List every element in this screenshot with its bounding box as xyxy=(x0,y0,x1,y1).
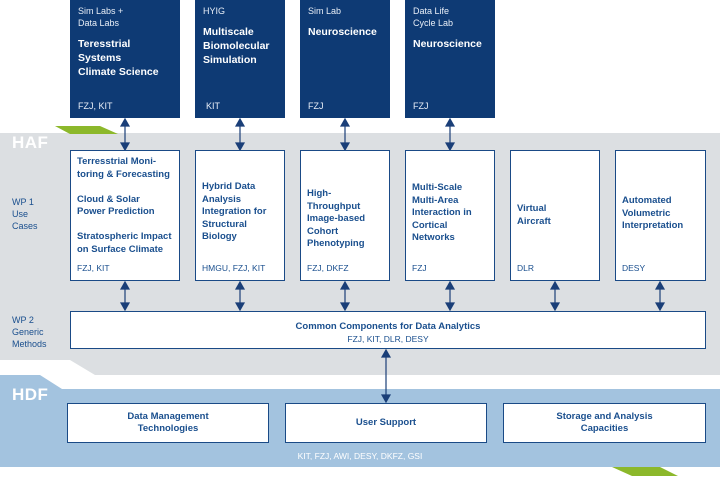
haf-label: HAF xyxy=(12,133,49,152)
hdf-box-user-support: User Support xyxy=(285,403,487,443)
wp1-label: WP 1 Use Cases xyxy=(12,197,38,231)
lab-kind: HYIG xyxy=(203,6,226,16)
hdf-box-storage: Storage and Analysis Capacities xyxy=(503,403,706,443)
use-case-title: Multi-Scale Multi-Area Interaction in Co… xyxy=(412,182,472,243)
use-case-title: Hybrid Data Analysis Integration for Str… xyxy=(202,181,267,242)
lab-title: Neuroscience xyxy=(413,38,482,50)
arrow-top-1 xyxy=(119,117,131,152)
lab-institutions: FZJ xyxy=(413,101,429,111)
wp2-label: WP 2 Generic Methods xyxy=(12,315,47,349)
lab-kind: Sim Lab xyxy=(308,6,342,16)
use-case-title: Automated Volumetric Interpretation xyxy=(622,195,684,231)
arrow-mid-1 xyxy=(119,280,131,312)
lab-institutions: FZJ xyxy=(308,101,324,111)
common-institutions: FZJ, KIT, DLR, DESY xyxy=(347,334,429,344)
arrow-mid-6 xyxy=(654,280,666,312)
lab-title: Neuroscience xyxy=(308,26,377,38)
use-case-structural-biology: Hybrid Data Analysis Integration for Str… xyxy=(195,150,285,281)
lab-box-biomolecular: HYIG Multiscale Biomolecular Simulation … xyxy=(195,0,285,118)
hdf-box-title: Data Management Technologies xyxy=(127,410,209,435)
hdf-institutions: KIT, FZJ, AWI, DESY, DKFZ, GSI xyxy=(297,451,423,461)
lab-institutions: KIT xyxy=(206,101,221,111)
use-case-climate: Terresstrial Moni- toring & Forecasting … xyxy=(70,150,180,281)
arrow-common-hdf xyxy=(380,348,392,404)
lab-title: Teresstrial Systems Climate Science xyxy=(78,38,159,78)
lab-institutions: FZJ, KIT xyxy=(78,101,113,111)
use-case-volumetric: Automated Volumetric Interpretation DESY xyxy=(615,150,706,281)
use-case-institutions: DLR xyxy=(517,263,535,273)
use-case-title: Terresstrial Moni- toring & Forecasting … xyxy=(77,156,172,255)
hdf-label: HDF xyxy=(12,385,49,404)
hdf-box-title: User Support xyxy=(355,416,417,428)
hdf-green-accent xyxy=(612,467,678,476)
lab-kind: Data Life Cycle Lab xyxy=(413,6,454,28)
lab-box-neuro-data: Data Life Cycle Lab Neuroscience FZJ xyxy=(405,0,495,118)
use-case-title: High-Throughput Image-based Cohort Pheno… xyxy=(307,188,366,249)
arrow-top-3 xyxy=(339,117,351,152)
lab-kind: Sim Labs + Data Labs xyxy=(78,6,124,28)
use-case-institutions: FZJ, KIT xyxy=(77,263,110,273)
haf-green-accent xyxy=(55,126,118,134)
use-case-institutions: FZJ xyxy=(412,263,427,273)
use-case-cortical-networks: Multi-Scale Multi-Area Interaction in Co… xyxy=(405,150,495,281)
use-case-institutions: DESY xyxy=(622,263,646,273)
lab-box-climate: Sim Labs + Data Labs Teresstrial Systems… xyxy=(70,0,180,118)
use-case-phenotyping: High-Throughput Image-based Cohort Pheno… xyxy=(300,150,390,281)
arrow-top-4 xyxy=(444,117,456,152)
arrow-mid-3 xyxy=(339,280,351,312)
common-title: Common Components for Data Analytics xyxy=(295,321,481,332)
hdf-box-title: Storage and Analysis Capacities xyxy=(556,410,653,435)
use-case-institutions: FZJ, DKFZ xyxy=(307,263,349,273)
lab-box-neuro-sim: Sim Lab Neuroscience FZJ xyxy=(300,0,390,118)
hdf-box-data-management: Data Management Technologies xyxy=(67,403,269,443)
arrow-top-2 xyxy=(234,117,246,152)
common-components-box: Common Components for Data Analytics FZJ… xyxy=(70,311,706,349)
arrow-mid-2 xyxy=(234,280,246,312)
arrow-mid-4 xyxy=(444,280,456,312)
use-case-institutions: HMGU, FZJ, KIT xyxy=(202,263,266,273)
arrow-mid-5 xyxy=(549,280,561,312)
lab-title: Multiscale Biomolecular Simulation xyxy=(203,26,270,66)
use-case-title: Virtual Aircraft xyxy=(517,203,551,227)
use-case-virtual-aircraft: Virtual Aircraft DLR xyxy=(510,150,600,281)
